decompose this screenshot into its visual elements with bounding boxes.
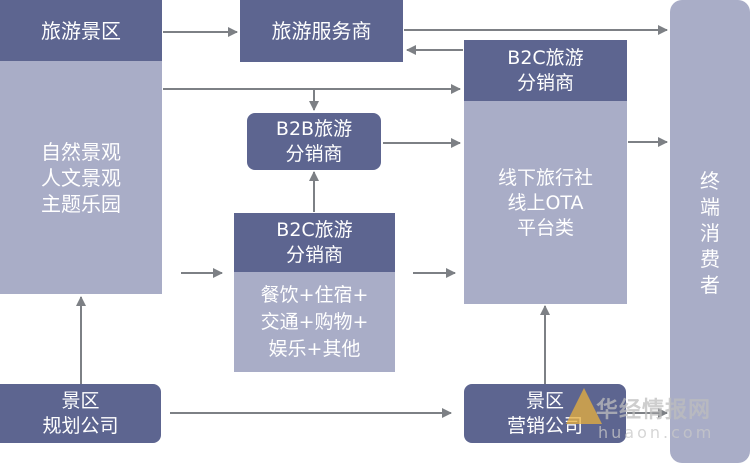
b2c-mid-title-line: B2C旅游 [276, 218, 353, 241]
b2c-ota-title-line: 分销商 [516, 71, 574, 94]
b2c-mid-item: 餐饮+住宿+ [260, 283, 369, 306]
end-consumer-char: 端 [700, 195, 720, 219]
scenic-item: 主题乐园 [41, 191, 121, 216]
b2c-ota-title-line: B2C旅游 [507, 46, 584, 69]
b2c-ota-title-box: B2C旅游 分销商 [464, 40, 627, 101]
scenic-item: 自然景观 [41, 139, 121, 164]
scenic-title: 旅游景区 [41, 18, 121, 43]
b2c-ota-item: 平台类 [516, 217, 574, 239]
watermark-logo-icon [566, 388, 602, 424]
end-consumer-char: 费 [700, 247, 720, 271]
b2c-mid-item: 交通+购物+ [260, 310, 369, 333]
planning-company-line: 规划公司 [42, 414, 119, 437]
scenic-items-box: 自然景观 人文景观 主题乐园 [0, 61, 162, 294]
b2c-ota-item: 线上OTA [507, 192, 584, 214]
b2c-ota-item: 线下旅行社 [497, 167, 593, 189]
end-consumer-char: 者 [700, 273, 720, 297]
b2b-title-line: B2B旅游 [275, 117, 353, 140]
planning-company-line: 景区 [61, 389, 100, 412]
b2c-mid-items-box: 餐饮+住宿+ 交通+购物+ 娱乐+其他 [234, 272, 395, 372]
planning-company-box: 景区 规划公司 [0, 384, 161, 443]
b2b-box: B2B旅游 分销商 [247, 113, 381, 170]
end-consumer-char: 消 [700, 221, 720, 245]
b2c-mid-title-line: 分销商 [285, 243, 343, 266]
service-provider-box: 旅游服务商 [240, 0, 403, 62]
b2b-title-line: 分销商 [285, 142, 343, 165]
b2c-mid-title-box: B2C旅游 分销商 [234, 213, 395, 272]
end-consumer-char: 终 [700, 169, 720, 193]
service-provider-title: 旅游服务商 [271, 19, 372, 43]
end-consumer-box: 终 端 消 费 者 [670, 0, 750, 463]
scenic-title-box: 旅游景区 [0, 0, 162, 61]
watermark-en: huaon.com [598, 423, 715, 442]
marketing-company-line: 景区 [525, 389, 564, 412]
b2c-ota-items-box: 线下旅行社 线上OTA 平台类 [464, 101, 627, 304]
marketing-company-line: 营销公司 [506, 414, 583, 437]
b2c-mid-item: 娱乐+其他 [268, 337, 361, 360]
scenic-item: 人文景观 [41, 165, 121, 190]
watermark-cn: 华经情报网 [596, 398, 712, 423]
